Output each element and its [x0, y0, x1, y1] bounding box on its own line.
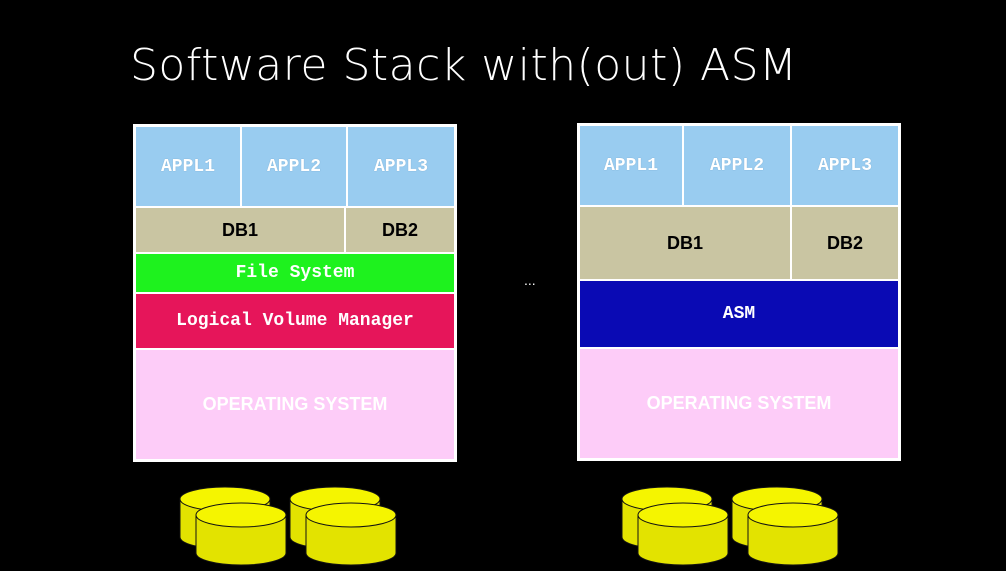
left-appl2-block: APPL2 [242, 127, 346, 206]
right-appl3-block: APPL3 [792, 126, 898, 205]
right-appl2-block: APPL2 [684, 126, 790, 205]
left-stack: APPL1 APPL2 APPL3 DB1 DB2 File System Lo… [133, 124, 457, 462]
right-os-block: OPERATING SYSTEM [580, 349, 898, 458]
right-appl1-block: APPL1 [580, 126, 682, 205]
right-stack: APPL1 APPL2 APPL3 DB1 DB2 ASM OPERATING … [577, 123, 901, 461]
right-disk-group-icon [621, 486, 839, 566]
right-db1-block: DB1 [580, 207, 790, 279]
disk-icon [637, 502, 729, 566]
right-db2-block: DB2 [792, 207, 898, 279]
disk-icon [195, 502, 287, 566]
left-db2-block: DB2 [346, 208, 454, 252]
left-lvm-block: Logical Volume Manager [136, 294, 454, 348]
slide-title: Software Stack with(out) ASM [130, 40, 798, 91]
left-appl1-block: APPL1 [136, 127, 240, 206]
separator-ellipsis: ... [524, 272, 536, 288]
left-appl3-block: APPL3 [348, 127, 454, 206]
left-os-block: OPERATING SYSTEM [136, 350, 454, 459]
disk-icon [747, 502, 839, 566]
disk-icon [305, 502, 397, 566]
left-file-system-block: File System [136, 254, 454, 292]
right-asm-block: ASM [580, 281, 898, 347]
left-db1-block: DB1 [136, 208, 344, 252]
left-disk-group-icon [179, 486, 397, 566]
